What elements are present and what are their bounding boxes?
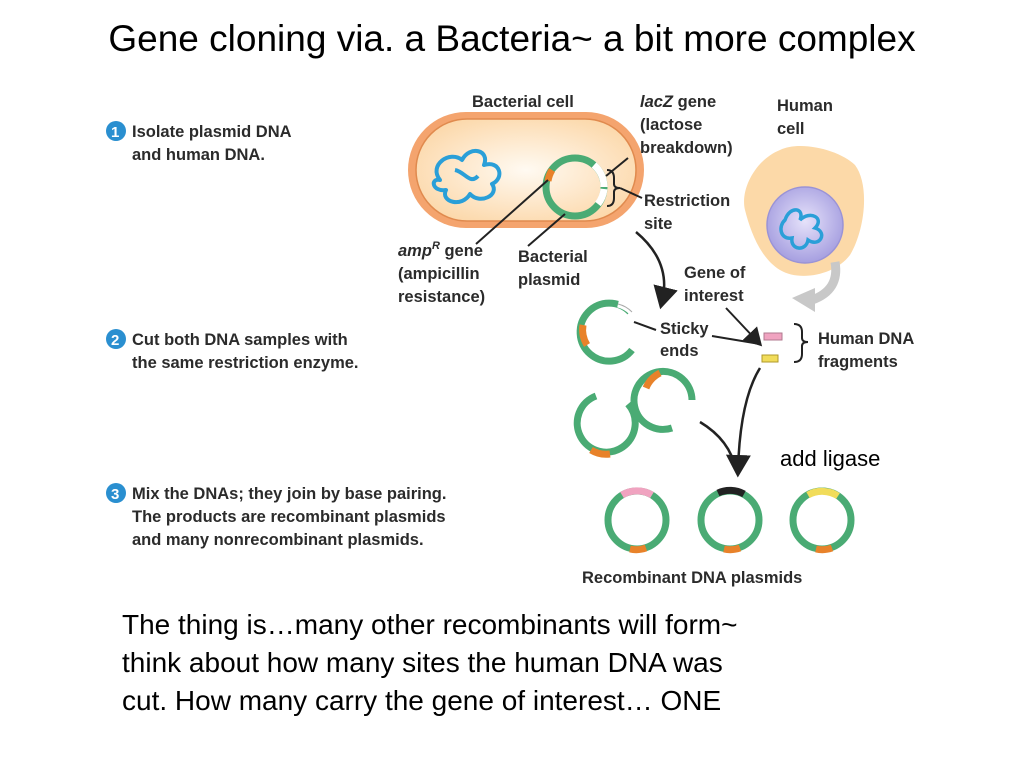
nucleus bbox=[766, 186, 844, 264]
label-gene-of-interest-2: interest bbox=[684, 287, 744, 305]
pink-dna-fragment bbox=[763, 332, 783, 341]
label-lacz-line-3: breakdown) bbox=[640, 139, 733, 157]
label-ampr-line-2: (ampicillin bbox=[398, 265, 480, 283]
step-3: 3 Mix the DNAs; they join by base pairin… bbox=[106, 483, 446, 549]
caption-line-3: cut. How many carry the gene of interest… bbox=[122, 685, 722, 716]
human-cell bbox=[744, 145, 865, 276]
label-ampr-line-1: ampR gene bbox=[398, 240, 483, 260]
step-1: 1 Isolate plasmid DNA and human DNA. bbox=[106, 121, 292, 164]
step-2-line-2: the same restriction enzyme. bbox=[132, 354, 359, 372]
label-gene-of-interest-1: Gene of bbox=[684, 264, 746, 282]
bacterial-chromosome-dna bbox=[431, 149, 502, 205]
label-recombinant-plasmids: Recombinant DNA plasmids bbox=[582, 569, 802, 587]
step-1-badge bbox=[106, 121, 126, 141]
caption-line-2: think about how many sites the human DNA… bbox=[122, 647, 723, 678]
step-3-line-3: and many nonrecombinant plasmids. bbox=[132, 531, 424, 549]
recombinant-plasmid-1 bbox=[604, 487, 670, 554]
caption-text: The thing is…many other recombinants wil… bbox=[122, 606, 902, 720]
step-3-number: 3 bbox=[111, 486, 119, 503]
label-lacz-line-1: lacZ gene bbox=[640, 93, 716, 111]
cut-plasmid-1 bbox=[576, 299, 635, 365]
step-2-line-1: Cut both DNA samples with bbox=[132, 331, 348, 349]
label-lacz-line-2: (lactose bbox=[640, 116, 702, 134]
bacterial-cell bbox=[408, 112, 644, 228]
recombinant-plasmid-2 bbox=[697, 486, 763, 554]
label-sticky-ends-1: Sticky bbox=[660, 320, 709, 338]
human-dna bbox=[779, 208, 824, 250]
recombinant-plasmid-3 bbox=[789, 487, 855, 554]
cut-plasmid-3 bbox=[630, 367, 696, 433]
slide-title: Gene cloning via. a Bacteria~ a bit more… bbox=[108, 18, 916, 59]
step-1-number: 1 bbox=[111, 124, 119, 141]
step-2-number: 2 bbox=[111, 332, 119, 349]
label-human-cell-2: cell bbox=[777, 120, 805, 138]
gene-cloning-diagram: 1 Isolate plasmid DNA and human DNA. 2 C… bbox=[106, 93, 914, 587]
step-1-line-2: and human DNA. bbox=[132, 146, 265, 164]
step-3-badge bbox=[106, 483, 126, 503]
step-2-badge bbox=[106, 329, 126, 349]
label-bacterial-plasmid-2: plasmid bbox=[518, 271, 580, 289]
label-human-dna-2: fragments bbox=[818, 353, 898, 371]
label-add-ligase: add ligase bbox=[780, 446, 880, 471]
caption-line-1: The thing is…many other recombinants wil… bbox=[122, 609, 738, 640]
label-bacterial-cell: Bacterial cell bbox=[472, 93, 574, 111]
label-ampr-line-3: resistance) bbox=[398, 288, 485, 306]
step-1-line-1: Isolate plasmid DNA bbox=[132, 123, 292, 141]
label-human-cell-1: Human bbox=[777, 97, 833, 115]
step-2: 2 Cut both DNA samples with the same res… bbox=[106, 329, 359, 372]
label-restriction-2: site bbox=[644, 215, 672, 233]
step-3-line-1: Mix the DNAs; they join by base pairing. bbox=[132, 485, 446, 503]
label-bacterial-plasmid-1: Bacterial bbox=[518, 248, 588, 266]
label-sticky-ends-2: ends bbox=[660, 342, 699, 360]
step-3-line-2: The products are recombinant plasmids bbox=[132, 508, 446, 526]
cut-plasmid-2 bbox=[573, 392, 639, 458]
label-human-dna-1: Human DNA bbox=[818, 330, 914, 348]
yellow-dna-fragment bbox=[761, 354, 779, 363]
label-restriction-1: Restriction bbox=[644, 192, 730, 210]
